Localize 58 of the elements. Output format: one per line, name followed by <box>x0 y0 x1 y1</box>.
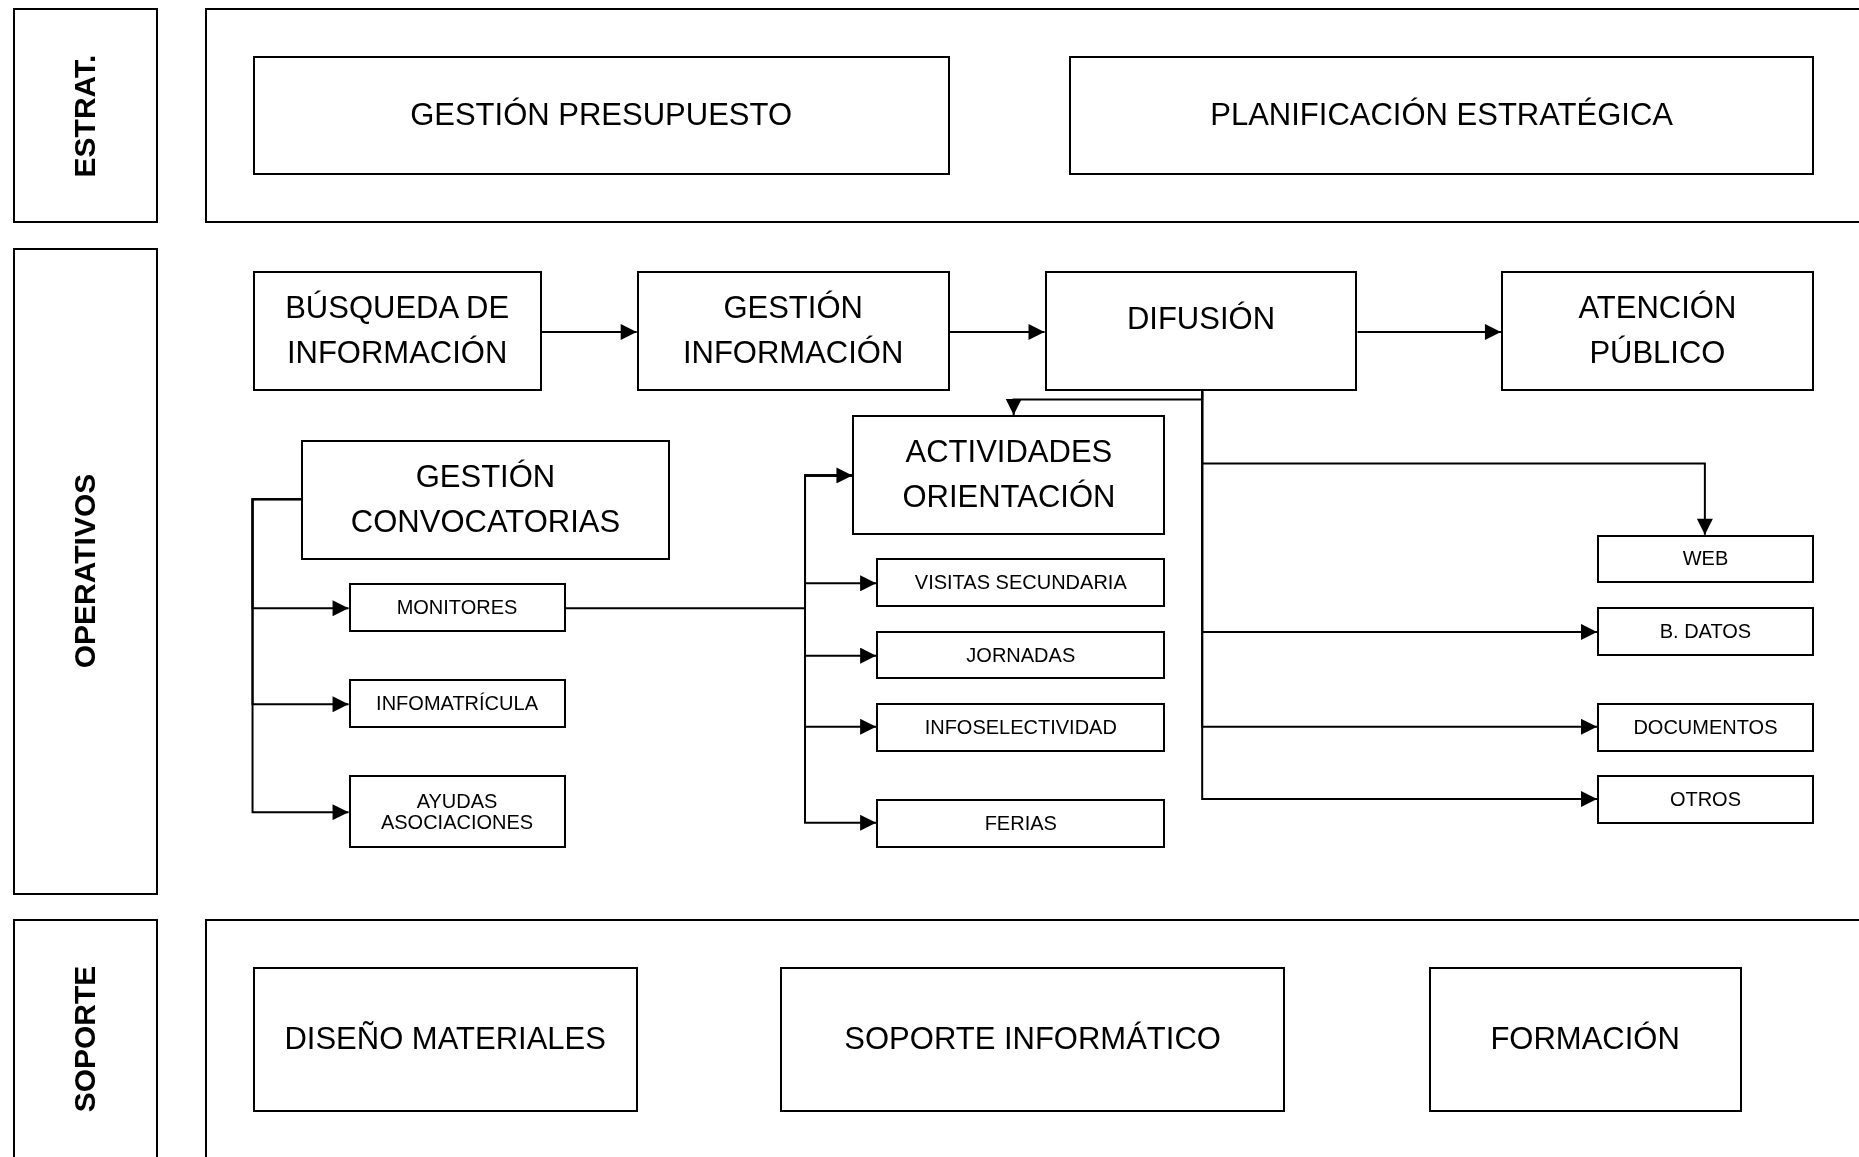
process-box <box>348 679 566 728</box>
node-label: AYUDAS ASOCIACIONES <box>379 790 535 833</box>
lane-label-box <box>13 918 158 1157</box>
process-box <box>252 967 638 1113</box>
node-label: MONITORES <box>395 597 519 619</box>
lane-label-box <box>13 8 158 223</box>
node-label: INFOSELECTIVIDAD <box>923 716 1118 738</box>
lane-band <box>205 918 1859 1157</box>
arrow <box>540 323 638 340</box>
process-box <box>252 271 542 392</box>
lane-label: SOPORTE <box>69 964 102 1115</box>
process-box <box>348 775 566 848</box>
arrow <box>948 323 1046 340</box>
process-box <box>876 799 1166 848</box>
node-label: VISITAS SECUNDARIA <box>913 572 1128 594</box>
process-box <box>1500 271 1814 392</box>
lane-label-box <box>13 247 158 896</box>
arrow <box>1201 390 1598 808</box>
node-label: FORMACIÓN <box>1489 1020 1681 1059</box>
node-label: ACTIVIDADES ORIENTACIÓN <box>901 432 1117 516</box>
arrow <box>804 474 878 831</box>
process-box <box>1597 775 1814 824</box>
lane-label: OPERATIVOS <box>69 473 102 671</box>
node-label: DOCUMENTOS <box>1632 716 1779 738</box>
node-label: OTROS <box>1668 789 1742 811</box>
process-box <box>1597 703 1814 752</box>
lane-band <box>205 8 1859 223</box>
node-label: GESTIÓN PRESUPUESTO <box>409 96 793 135</box>
node-label: SOPORTE INFORMÁTICO <box>843 1020 1222 1059</box>
node-label: WEB <box>1681 548 1730 570</box>
node-label: BÚSQUEDA DE INFORMACIÓN <box>284 289 511 373</box>
process-box <box>876 703 1166 752</box>
arrow <box>251 498 350 821</box>
process-box <box>1597 534 1814 584</box>
node-label: DIFUSIÓN <box>1125 300 1277 339</box>
arrow <box>1356 323 1502 340</box>
lane-label: ESTRAT. <box>69 53 102 179</box>
node-label: GESTIÓN INFORMACIÓN <box>681 289 905 373</box>
process-box <box>852 414 1166 535</box>
process-box <box>876 630 1166 680</box>
node-label: ATENCIÓN PÚBLICO <box>1577 289 1738 373</box>
node-label: DISEÑO MATERIALES <box>283 1020 607 1059</box>
process-box <box>1044 271 1358 392</box>
node-label: B. DATOS <box>1658 620 1753 642</box>
process-box <box>636 271 950 392</box>
node-label: PLANIFICACIÓN ESTRATÉGICA <box>1209 96 1675 135</box>
process-box <box>876 558 1166 607</box>
process-box <box>301 439 670 560</box>
node-label: GESTIÓN CONVOCATORIAS <box>349 457 622 541</box>
process-box <box>1597 607 1814 656</box>
node-label: FERIAS <box>983 812 1058 834</box>
process-box <box>1428 967 1742 1113</box>
process-box <box>252 55 950 176</box>
process-box <box>348 583 566 632</box>
node-label: JORNADAS <box>965 644 1077 666</box>
process-box <box>780 967 1286 1113</box>
process-box <box>1069 55 1814 176</box>
node-label: INFOMATRÍCULA <box>375 693 539 715</box>
